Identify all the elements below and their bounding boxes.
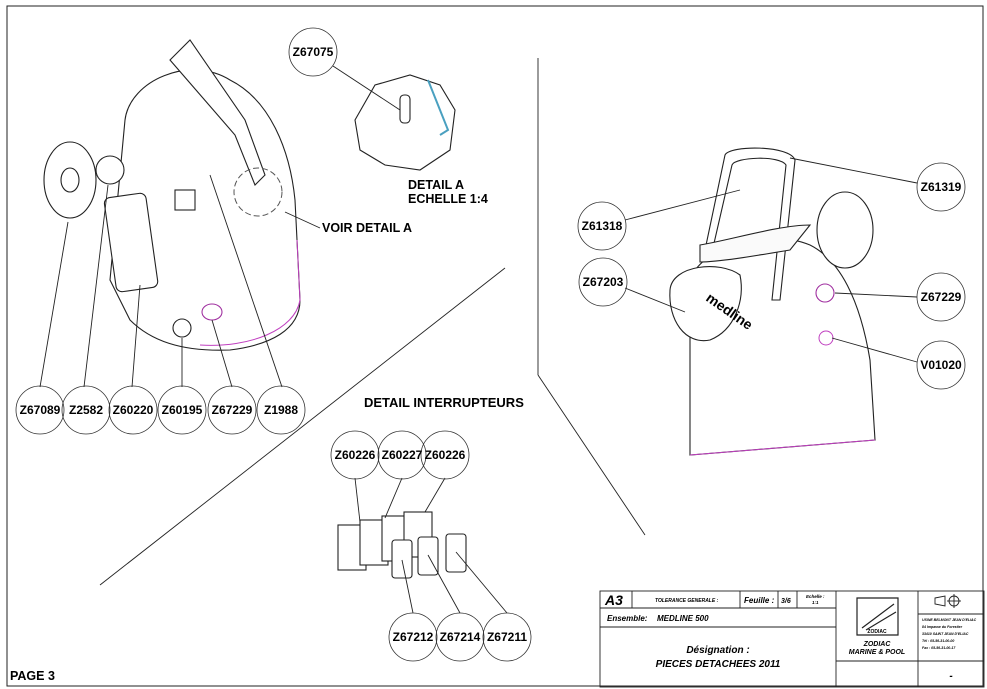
left-view-callouts: Z67089 Z2582 Z60220 Z60195 Z67229 Z1988 xyxy=(15,174,306,435)
balloon-label: Z1988 xyxy=(264,403,298,417)
detail-a: Z67075 DETAIL A ECHELLE 1:4 VOIR DETAIL … xyxy=(284,27,488,235)
ensemble-value: MEDLINE 500 xyxy=(657,614,709,623)
address-line: USINE BELMONT JEAN D'ELIAC xyxy=(922,618,977,622)
balloon-label: Z61319 xyxy=(921,180,962,194)
voir-detail-a: VOIR DETAIL A xyxy=(322,221,412,235)
balloon-label: Z67229 xyxy=(212,403,253,417)
right-console-view: medline xyxy=(669,147,876,456)
balloon-label: Z67212 xyxy=(393,630,434,644)
designation-value: PIECES DETACHEES 2011 xyxy=(656,659,781,670)
detail-a-scale: ECHELLE 1:4 xyxy=(408,192,488,206)
balloon-label: Z67203 xyxy=(583,275,624,289)
balloon-label: Z67229 xyxy=(921,290,962,304)
steering-wheel xyxy=(816,191,874,269)
detail-a-title: DETAIL A xyxy=(408,178,464,192)
page-label: PAGE 3 xyxy=(10,669,55,683)
revision-value: - xyxy=(949,671,953,682)
designation-label: Désignation : xyxy=(686,645,749,656)
balloon-label: V01020 xyxy=(920,358,962,372)
address-line: 33410 SAINT JEAN D'ELIAC xyxy=(922,632,969,636)
sheet-label: Feuille : xyxy=(744,596,775,605)
address-line: Tél : 05-56-31-00-00 xyxy=(922,639,954,643)
left-console-view xyxy=(43,39,301,351)
zodiac-logo-text: ZODIAC xyxy=(867,629,887,635)
balloon-label: Z60226 xyxy=(425,448,466,462)
knob xyxy=(95,155,125,185)
switch-detail-title: DETAIL INTERRUPTEURS xyxy=(364,395,524,410)
title-block xyxy=(599,590,985,688)
section-divider-right xyxy=(537,374,646,536)
ensemble-label: Ensemble: xyxy=(607,614,648,623)
balloon-label: Z67214 xyxy=(440,630,481,644)
balloon-label: Z60220 xyxy=(113,403,154,417)
section-divider-left xyxy=(99,267,506,586)
scale-label: Echelle : xyxy=(806,594,825,599)
balloon-label: Z60226 xyxy=(335,448,376,462)
balloon-label: Z67089 xyxy=(20,403,61,417)
balloon-label: Z2582 xyxy=(69,403,103,417)
balloon-label: Z61318 xyxy=(582,219,623,233)
company-line2: MARINE & POOL xyxy=(849,649,905,656)
address-line: 84 Impasse du Forestier xyxy=(922,625,963,629)
balloon-label: Z67211 xyxy=(487,630,527,644)
switch-detail: DETAIL INTERRUPTEURS Z60226 Z60227 Z6022… xyxy=(330,395,532,662)
address-line: Fax : 05-56-31-00-17 xyxy=(922,646,956,650)
format-label: A3 xyxy=(604,592,623,608)
sheet-value: 3/6 xyxy=(781,598,791,605)
detail-a-balloon: Z67075 xyxy=(293,45,334,59)
title-block-text: A3 TOLERANCE GENERALE : Feuille : 3/6 Ec… xyxy=(604,592,977,682)
balloon-label: Z60195 xyxy=(162,403,203,417)
drawing-frame xyxy=(6,5,984,687)
company-line1: ZODIAC xyxy=(863,641,892,648)
scale-value: 1:1 xyxy=(812,600,819,605)
right-view-callouts: Z61319 Z61318 Z67203 Z67229 V01020 xyxy=(577,157,966,390)
tolerance-label: TOLERANCE GENERALE : xyxy=(655,598,719,604)
projection-symbol-icon xyxy=(934,594,961,608)
medline-logo-plate xyxy=(669,266,742,342)
balloon-label: Z60227 xyxy=(382,448,423,462)
